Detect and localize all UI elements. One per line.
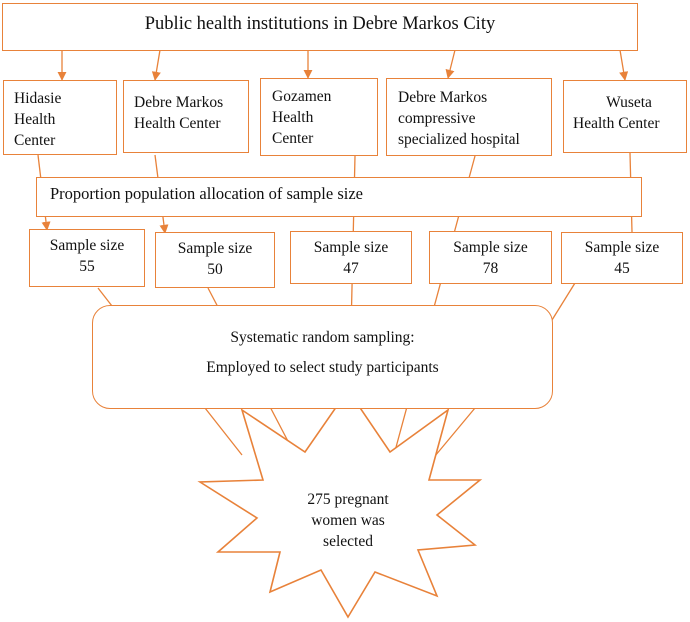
sample-box-hospital [429, 231, 552, 284]
sample-size-label: Sample size [177, 240, 253, 257]
institution-label-gozamen: Gozamen Health Center [272, 86, 372, 149]
line-sample55-to-sampling [97, 287, 113, 307]
institution-line: Center [14, 132, 56, 149]
institution-line: Hidasie [14, 90, 62, 107]
institution-label-wuseta: Wuseta Health Center [573, 92, 685, 134]
sample-size-label: Sample size [313, 239, 389, 256]
institution-label-debre-markos-hc: Debre Markos Health Center [134, 92, 246, 134]
title-box [2, 3, 638, 51]
line-sampling-left-to-result [204, 407, 243, 456]
sample-label-hidasie: Sample size 55 [29, 235, 145, 277]
sample-label-debre-markos-hc: Sample size 50 [155, 238, 275, 280]
sample-box-gozamen [290, 231, 412, 284]
institution-box-debre-markos-hc [123, 80, 249, 153]
institution-label-hidasie: Hidasie Health Center [14, 88, 114, 151]
institution-line: compressive [398, 110, 476, 127]
sample-size-label: Sample size [453, 239, 528, 256]
sample-size-value: 45 [614, 260, 630, 277]
institution-box-hospital [386, 78, 552, 156]
sample-label-gozamen: Sample size 47 [290, 237, 412, 279]
sample-size-value: 55 [79, 258, 95, 275]
sample-box-debre-markos-hc [155, 232, 275, 288]
result-label: 275 pregnant women was selected [268, 489, 428, 552]
sample-size-value: 50 [207, 261, 223, 278]
institution-line: Debre Markos [398, 89, 488, 106]
line-sample45-to-sampling [551, 282, 576, 321]
institution-line: Wuseta [606, 94, 652, 111]
institution-line: Center [272, 130, 314, 147]
arrow-title-to-debre-markos-hc [151, 49, 161, 81]
arrow-title-to-wuseta [619, 49, 629, 81]
sampling-description: Employed to select study participants [206, 359, 439, 376]
institution-line: Health [272, 109, 314, 126]
result-line: selected [323, 533, 373, 550]
allocation-label: Proportion population allocation of samp… [50, 184, 363, 203]
sample-size-label: Sample size [584, 239, 660, 256]
institution-line: Health [14, 111, 56, 128]
sampling-method: Systematic random sampling: [230, 329, 415, 346]
institution-line: Debre Markos [134, 94, 224, 111]
institution-box-gozamen [260, 78, 378, 156]
result-line: women was [311, 512, 385, 529]
sample-size-label: Sample size [49, 237, 125, 254]
sample-label-hospital: Sample size 78 [429, 237, 552, 279]
sampling-box [92, 305, 553, 409]
sample-box-wuseta [561, 232, 683, 284]
institution-line: Gozamen [272, 88, 332, 105]
sample-size-value: 47 [343, 260, 359, 277]
institution-label-hospital: Debre Markos compressive specialized hos… [398, 87, 548, 150]
line-sampling-right-to-result [429, 407, 476, 463]
sample-box-hidasie [29, 229, 145, 287]
diagram-title: Public health institutions in Debre Mark… [144, 14, 496, 34]
sample-size-value: 78 [482, 260, 499, 277]
arrow-title-to-hospital [445, 49, 456, 79]
institution-line: specialized hospital [398, 131, 520, 148]
institution-box-hidasie [3, 80, 117, 155]
allocation-box [36, 177, 642, 217]
sample-label-wuseta: Sample size 45 [561, 237, 683, 279]
institution-line: Health Center [573, 115, 660, 132]
institution-box-wuseta [563, 80, 687, 153]
institution-line: Health Center [134, 115, 221, 132]
result-line: 275 pregnant [307, 491, 389, 508]
